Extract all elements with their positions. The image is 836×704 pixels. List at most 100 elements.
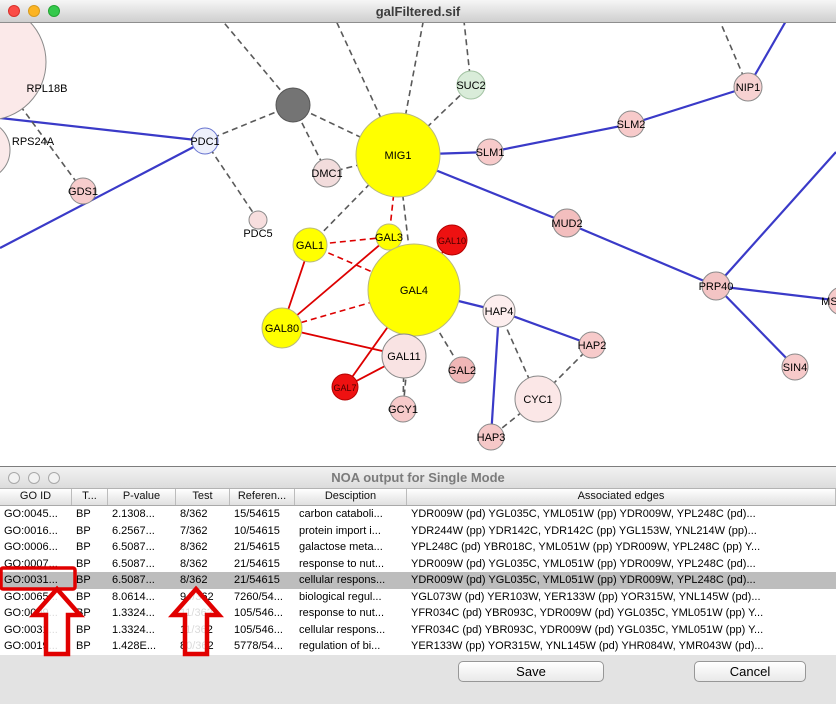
graph-node-label-SLM1: SLM1 xyxy=(476,147,505,159)
table-cell: 105/546... xyxy=(234,607,283,619)
graph-node-label-PDC5: PDC5 xyxy=(243,228,272,240)
graph-node-CYC1[interactable] xyxy=(514,375,562,423)
window-controls xyxy=(8,5,60,17)
table-cell: 6.5087... xyxy=(112,541,155,553)
graph-node-GAL80[interactable] xyxy=(261,307,303,349)
column-header-t-[interactable]: T... xyxy=(72,489,108,505)
graph-node-GAL11[interactable] xyxy=(381,333,427,379)
minimize-button[interactable] xyxy=(28,5,40,17)
graph-node-PRP40[interactable] xyxy=(701,271,731,301)
table-cell: 105/546... xyxy=(234,623,283,636)
graph-edge[interactable] xyxy=(630,85,749,126)
table-cell: GO:0006... xyxy=(4,541,58,553)
dialog-minimize-button[interactable] xyxy=(28,472,40,484)
graph-edge[interactable] xyxy=(331,11,399,156)
graph-node-label-DMC1: DMC1 xyxy=(311,168,342,180)
graph-edge[interactable] xyxy=(0,140,206,249)
graph-node-RPS24A[interactable] xyxy=(0,120,11,180)
table-cell: BP xyxy=(76,574,91,586)
graph-node-MSI1[interactable] xyxy=(827,287,836,315)
dialog-zoom-button[interactable] xyxy=(48,472,60,484)
table-cell: YPL248C (pd) YBR018C, YML051W (pp) YDR00… xyxy=(411,541,761,553)
table-cell: YDR244W (pp) YDR142C, YDR142C (pp) YGL15… xyxy=(411,524,757,537)
zoom-button[interactable] xyxy=(48,5,60,17)
table-cell: protein import i... xyxy=(299,524,381,537)
graph-node-NIP1[interactable] xyxy=(733,72,763,102)
graph-edge[interactable] xyxy=(0,116,206,143)
network-canvas[interactable]: RPL18BRPS24AGDS1PDC1DMC1MIG1SUC2SLM1SLM2… xyxy=(0,0,836,466)
column-header-p-value[interactable]: P-value xyxy=(108,489,176,505)
table-cell: BP xyxy=(76,640,91,652)
graph-node-SIN4[interactable] xyxy=(781,353,809,381)
graph-node-label-MIG1: MIG1 xyxy=(385,150,412,162)
graph-edge[interactable] xyxy=(397,84,472,156)
graph-node-UNK[interactable] xyxy=(275,87,311,123)
graph-edge[interactable] xyxy=(281,236,390,329)
window-title: galFiltered.sif xyxy=(375,3,461,19)
graph-edge[interactable] xyxy=(204,140,259,221)
column-header-test[interactable]: Test xyxy=(176,489,230,505)
graph-node-SLM1[interactable] xyxy=(476,138,504,166)
graph-node-GAL2[interactable] xyxy=(448,356,476,384)
graph-node-HAP3[interactable] xyxy=(477,423,505,451)
graph-edge[interactable] xyxy=(489,310,501,438)
graph-node-label-SUC2: SUC2 xyxy=(456,80,485,92)
table-cell: BP xyxy=(76,623,91,636)
graph-edge[interactable] xyxy=(715,151,836,287)
column-header-go-id[interactable]: GO ID xyxy=(0,489,72,505)
graph-node-label-MSI1: MSI1 xyxy=(821,296,836,308)
graph-node-HAP2[interactable] xyxy=(578,331,606,359)
table-cell: regulation of bi... xyxy=(299,640,381,652)
table-cell: 6.5087... xyxy=(112,574,155,586)
graph-node-DMC1[interactable] xyxy=(312,158,342,188)
table-cell: GO:0045... xyxy=(4,508,58,520)
graph-node-GAL3[interactable] xyxy=(375,223,403,251)
table-cell: GO:0031... xyxy=(4,623,58,636)
graph-node-label-SIN4: SIN4 xyxy=(783,362,807,374)
close-button[interactable] xyxy=(8,5,20,17)
graph-node-GAL1[interactable] xyxy=(292,227,328,263)
dialog-titlebar: NOA output for Single Mode xyxy=(0,467,836,489)
graph-node-GCY1[interactable] xyxy=(389,395,417,423)
graph-node-GAL10[interactable] xyxy=(436,224,468,256)
graph-node-PDC5[interactable] xyxy=(248,210,268,230)
graph-node-HAP4[interactable] xyxy=(482,294,516,328)
table-cell: GO:0019... xyxy=(4,640,58,652)
graph-edge[interactable] xyxy=(214,11,294,106)
column-header-referen-[interactable]: Referen... xyxy=(230,489,295,505)
table-cell: 8/362 xyxy=(180,574,208,586)
column-header-associated-edges[interactable]: Associated edges xyxy=(407,489,836,505)
graph-node-GAL7[interactable] xyxy=(331,373,359,401)
graph-node-RPL18B[interactable] xyxy=(0,4,47,120)
graph-edge[interactable] xyxy=(566,221,717,288)
graph-edge[interactable] xyxy=(715,285,796,368)
graph-node-MUD2[interactable] xyxy=(552,208,582,238)
graph-node-SLM2[interactable] xyxy=(617,110,645,138)
table-cell: YFR034C (pd) YBR093C, YDR009W (pd) YGL03… xyxy=(411,607,764,619)
save-button[interactable]: Save xyxy=(458,661,604,682)
column-header-desciption[interactable]: Desciption xyxy=(295,489,407,505)
graph-node-label-HAP4: HAP4 xyxy=(485,306,514,318)
graph-edge[interactable] xyxy=(715,284,836,302)
dialog-close-button[interactable] xyxy=(8,472,20,484)
graph-edge[interactable] xyxy=(489,122,632,154)
table-cell: 80/362 xyxy=(180,640,214,652)
graph-node-MIG1[interactable] xyxy=(355,112,441,198)
cancel-button[interactable]: Cancel xyxy=(694,661,806,682)
graph-node-GDS1[interactable] xyxy=(69,177,97,205)
graph-edge[interactable] xyxy=(498,309,593,347)
table-cell: galactose meta... xyxy=(299,541,383,553)
graph-node-label-MUD2: MUD2 xyxy=(551,218,582,230)
table-cell: 1.3324... xyxy=(112,623,155,636)
graph-node-PDC1[interactable] xyxy=(191,127,219,155)
graph-node-SUC2[interactable] xyxy=(456,70,486,100)
